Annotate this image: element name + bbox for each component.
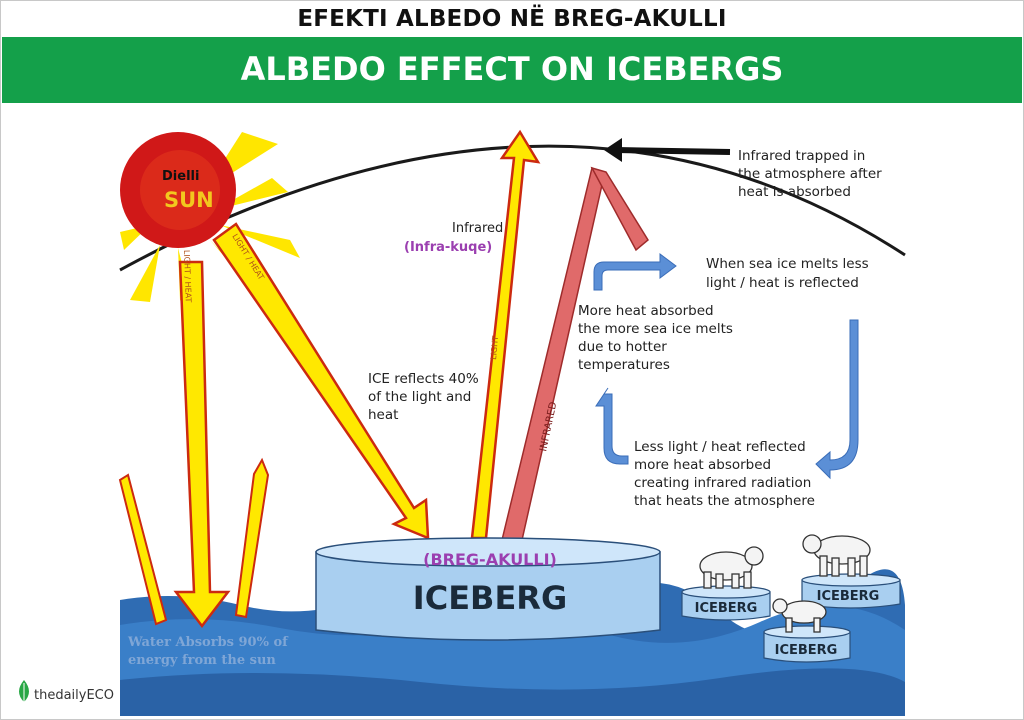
label-ice-reflects-3: heat	[368, 407, 398, 423]
sun-label-en: SUN	[164, 188, 214, 212]
label-less-light-1: Less light / heat reflected	[634, 439, 806, 455]
iceberg-small-1-label: ICEBERG	[695, 601, 758, 616]
polar-bear-icon-2	[802, 534, 871, 577]
iceberg-small-3	[763, 625, 851, 663]
label-less-light-4: that heats the atmosphere	[634, 493, 815, 509]
label-infrared-sq: (Infra-kuqe)	[404, 240, 492, 255]
label-water-1: Water Absorbs 90% of	[127, 635, 289, 650]
sun-label-sq: Dielli	[162, 169, 199, 184]
beam-label-light: LIGHT	[489, 335, 500, 360]
polar-bear-icon-1	[699, 546, 764, 589]
label-breg-akulli: (BREG-AKULLI)	[423, 550, 557, 569]
iceberg-small-3-label: ICEBERG	[775, 643, 838, 658]
sun-core	[140, 150, 220, 230]
label-melts-less-2: light / heat is reflected	[706, 275, 859, 291]
leaf-logo-icon	[19, 680, 29, 702]
iceberg-small-2	[801, 573, 901, 609]
label-ice-reflects-2: of the light and	[368, 389, 471, 405]
beam-light-heat-iceberg	[212, 222, 430, 540]
beam-light-heat-water	[173, 260, 231, 629]
iceberg-small-1	[681, 585, 771, 621]
label-more-heat-4: temperatures	[578, 357, 670, 373]
label-more-heat-3: due to hotter	[578, 339, 667, 355]
title-english: ALBEDO EFFECT ON ICEBERGS	[240, 50, 784, 88]
small-reflect-beams	[118, 457, 270, 626]
label-less-light-2: more heat absorbed	[634, 457, 771, 473]
beam-label-light-heat-1: LIGHT / HEAT	[182, 250, 193, 303]
iceberg-main-label: ICEBERG	[413, 579, 567, 617]
atmosphere-arc	[119, 144, 906, 272]
title-albanian: EFEKTI ALBEDO NË BREG-AKULLI	[297, 6, 727, 32]
iceberg-small-2-label: ICEBERG	[817, 589, 880, 604]
polar-bear-icon-3	[772, 598, 827, 633]
label-trapped-1: Infrared trapped in	[738, 148, 865, 164]
label-more-heat-2: the more sea ice melts	[578, 321, 733, 337]
logo-text: thedailyECO	[34, 688, 114, 703]
title-banner: ALBEDO EFFECT ON ICEBERGS	[2, 37, 1022, 103]
iceberg-main	[315, 537, 661, 641]
label-more-heat-1: More heat absorbed	[578, 303, 714, 319]
label-trapped-3: heat is absorbed	[738, 184, 851, 200]
label-less-light-3: creating infrared radiation	[634, 475, 811, 491]
feedback-loop-arrows	[593, 253, 859, 480]
label-water-2: energy from the sun	[128, 653, 276, 668]
label-trapped-2: the atmosphere after	[738, 166, 882, 182]
label-infrared: Infrared	[452, 221, 503, 236]
label-melts-less-1: When sea ice melts less	[706, 256, 869, 272]
label-ice-reflects-1: ICE reflects 40%	[368, 371, 479, 387]
beam-light-reflected	[470, 129, 541, 540]
trapped-arrow	[604, 138, 731, 162]
